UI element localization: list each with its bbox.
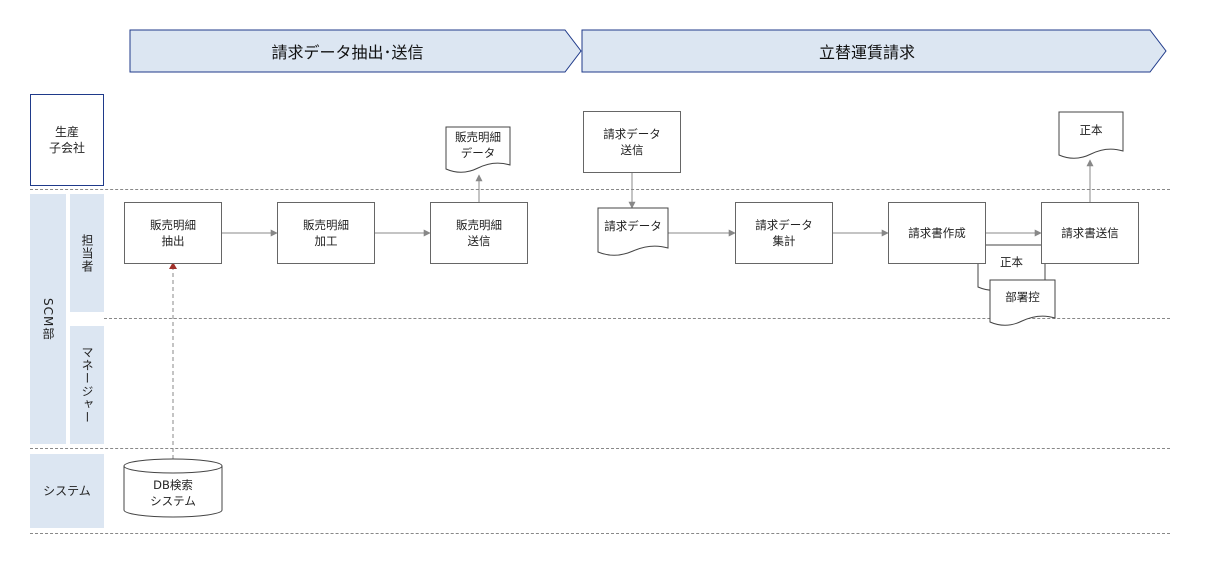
lane-separator <box>104 318 1170 319</box>
lane-system: システム <box>30 454 104 528</box>
process-invoice-send: 請求書送信 <box>1041 202 1139 264</box>
lane-scm-label: SCM部 <box>41 297 55 341</box>
lane-manager-label: マネージャー <box>80 346 94 424</box>
phase-label-extract: 請求データ抽出･送信 <box>271 43 424 62</box>
document-shape <box>445 126 511 173</box>
phase-banner-extract <box>129 29 582 73</box>
lane-separator <box>30 533 1170 534</box>
document-sales-data: 販売明細 データ <box>455 130 501 160</box>
process-invoice-create: 請求書作成 <box>888 202 986 264</box>
phase-banner-billing <box>581 29 1167 73</box>
lane-subsidiary: 生産 子会社 <box>30 94 104 186</box>
lane-separator <box>30 189 1170 190</box>
lane-scm: SCM部 <box>30 194 66 444</box>
phase-label-billing: 立替運賃請求 <box>818 43 915 62</box>
process-sales-extract: 販売明細 抽出 <box>124 202 222 264</box>
document-shape <box>1058 111 1124 159</box>
document-billing-data: 請求データ <box>604 219 662 233</box>
document-original-top: 正本 <box>1079 123 1103 137</box>
lane-manager: マネージャー <box>70 326 104 444</box>
database-db-search: DB検索 システム <box>150 478 196 508</box>
lane-staff-label: 担当者 <box>80 233 94 273</box>
database-shape <box>123 466 223 518</box>
document-shape <box>989 279 1056 326</box>
process-billing-send-subsidiary: 請求データ 送信 <box>583 111 681 173</box>
document-department-copy: 部署控 <box>1005 290 1040 304</box>
lane-staff: 担当者 <box>70 194 104 312</box>
connector-end-marker <box>169 262 177 269</box>
process-billing-aggregate: 請求データ 集計 <box>735 202 833 264</box>
process-sales-send: 販売明細 送信 <box>430 202 528 264</box>
process-sales-process: 販売明細 加工 <box>277 202 375 264</box>
lane-separator <box>30 448 1170 449</box>
document-shape <box>597 207 669 256</box>
document-original: 正本 <box>1000 255 1023 269</box>
database-top <box>123 458 223 474</box>
